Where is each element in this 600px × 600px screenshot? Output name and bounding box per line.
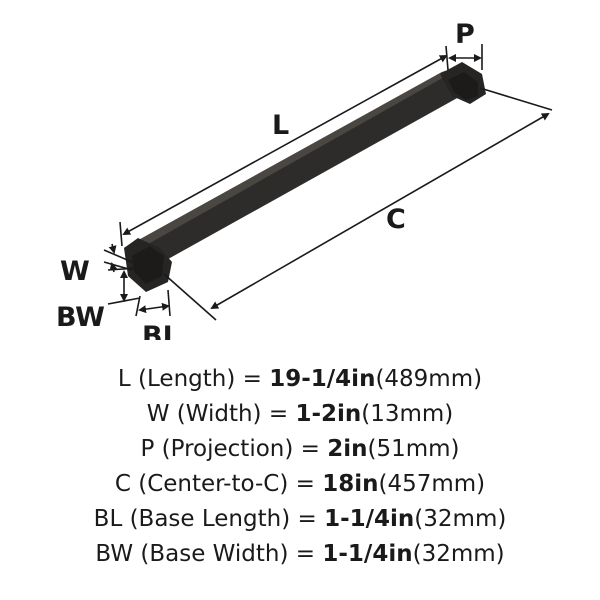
label-width: W	[60, 256, 90, 287]
label-base-width: BW	[56, 302, 105, 333]
spec-row-base-width: BW (Base Width) = 1-1/4in(32mm)	[0, 537, 600, 572]
spec-code: P	[140, 436, 155, 462]
handle-diagram: L P C W BW BL	[56, 19, 553, 340]
spec-code: BW	[95, 541, 134, 567]
spec-inch: 1-1/4in	[322, 541, 413, 567]
spec-code: BL	[93, 506, 123, 532]
spec-name: (Width) =	[176, 401, 289, 427]
label-length: L	[272, 110, 289, 141]
spec-inch: 1-1/4in	[324, 506, 415, 532]
spec-code: C	[114, 471, 131, 497]
label-projection: P	[455, 19, 475, 50]
spec-name: (Center-to-C) =	[138, 471, 315, 497]
spec-inch: 19-1/4in	[269, 366, 376, 392]
spec-row-width: W (Width) = 1-2in(13mm)	[0, 397, 600, 432]
spec-mm: (13mm)	[361, 401, 454, 427]
spec-mm: (32mm)	[414, 506, 507, 532]
spec-row-center: C (Center-to-C) = 18in(457mm)	[0, 467, 600, 502]
handle-body	[124, 62, 486, 292]
spec-name: (Length) =	[138, 366, 262, 392]
spec-mm: (32mm)	[412, 541, 505, 567]
spec-mm: (489mm)	[375, 366, 483, 392]
spec-mm: (457mm)	[378, 471, 486, 497]
spec-name: (Base Length) =	[129, 506, 317, 532]
label-center: C	[386, 204, 406, 235]
spec-list: L (Length) = 19-1/4in(489mm) W (Width) =…	[0, 362, 600, 572]
spec-row-length: L (Length) = 19-1/4in(489mm)	[0, 362, 600, 397]
spec-inch: 1-2in	[295, 401, 362, 427]
spec-inch: 18in	[322, 471, 379, 497]
spec-code: W	[146, 401, 170, 427]
spec-mm: (51mm)	[367, 436, 460, 462]
label-base-length: BL	[142, 321, 180, 340]
spec-name: (Projection) =	[161, 436, 320, 462]
spec-row-base-length: BL (Base Length) = 1-1/4in(32mm)	[0, 502, 600, 537]
spec-row-projection: P (Projection) = 2in(51mm)	[0, 432, 600, 467]
spec-inch: 2in	[327, 436, 368, 462]
dimension-lines	[103, 44, 553, 321]
spec-name: (Base Width) =	[140, 541, 316, 567]
spec-code: L	[117, 366, 131, 392]
